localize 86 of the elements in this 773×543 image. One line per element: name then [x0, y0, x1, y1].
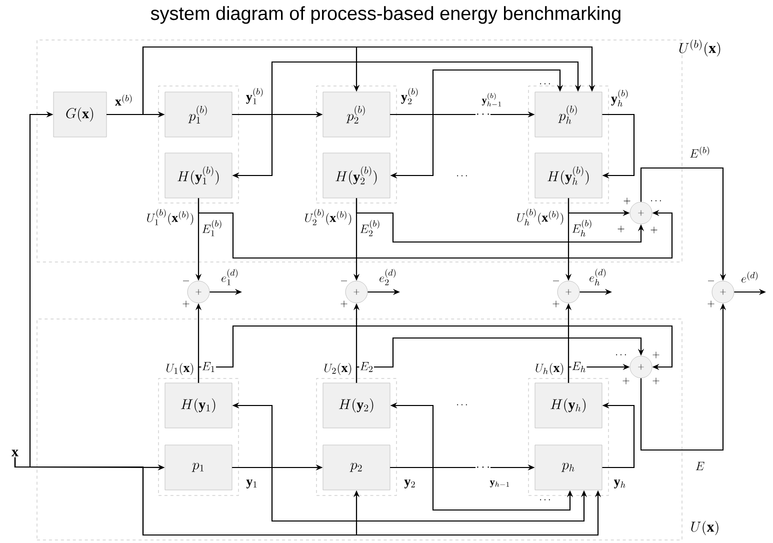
process-box: $p_h$: [534, 444, 602, 490]
arrow: [232, 114, 273, 179]
sign-label: $\cdots$: [457, 404, 467, 406]
process-box: $H(\mathbf{y}_h)$: [534, 382, 602, 428]
edge-label: $U_h^{(b)}(\mathbf{x}^{(b)})$: [516, 208, 565, 226]
process-box: $H(\mathbf{y}_2^{(b)})$: [322, 152, 390, 198]
edge-label: $U_2^{(b)}(\mathbf{x}^{(b)})$: [304, 208, 353, 226]
dashed-frame: [158, 86, 239, 204]
edge-label: $E_2^{(b)}$: [359, 219, 382, 237]
group-label: $U^{(b)}(\mathbf{x})$: [679, 40, 720, 56]
arrow: [356, 337, 644, 383]
summing-junction: $+$: [630, 202, 652, 224]
arrow: [198, 325, 673, 383]
dashed-frame: [528, 86, 609, 204]
sign-label: $\cdots$: [616, 354, 626, 356]
summing-junction: $+$: [712, 280, 734, 304]
edge-label: $U_1(\mathbf{x})$: [165, 362, 195, 376]
process-box: $G(\mathbf{x})$: [53, 92, 107, 138]
process-box: $p_1$: [164, 444, 232, 490]
title: system diagram of process-based energy benchmarking: [150, 6, 620, 24]
edge-label: $\mathbf{y}_h$: [613, 479, 627, 489]
arrow: [198, 198, 673, 259]
edge-label: $\cdots$: [476, 464, 490, 471]
edge-label: $\mathbf{y}_2^{(b)}$: [400, 87, 420, 105]
edge-label: $U_h(\mathbf{x})$: [534, 362, 565, 376]
input-label: $\mathbf{x}$: [12, 450, 18, 456]
dashed-frame: [158, 378, 239, 496]
arrow: [232, 61, 582, 116]
edge-label: $\mathbf{y}_2$: [404, 479, 416, 489]
process-box: $p_2$: [322, 444, 390, 490]
process-box: $p_h^{(b)}$: [534, 92, 602, 138]
dashed-frame: [316, 86, 397, 204]
process-box: $H(\mathbf{y}_2)$: [322, 382, 390, 428]
arrow: [106, 46, 596, 116]
edge-label: $E_1$: [201, 362, 216, 372]
sign-label: $+$: [618, 226, 624, 232]
sign-label: $-$: [182, 280, 190, 282]
edge-label: $\mathbf{y}_1^{(b)}$: [245, 87, 265, 105]
sign-label: $-$: [552, 280, 560, 282]
sign-label: $+$: [652, 352, 660, 358]
sign-label: $+$: [708, 300, 714, 308]
edge-label: $\cdots$: [476, 111, 490, 118]
edge-label: $E^{(b)}$: [689, 146, 711, 158]
edge-label: $\mathbf{x}^{(b)}$: [114, 94, 134, 106]
process-box: $H(\mathbf{y}_1^{(b)})$: [164, 152, 232, 198]
arrow: [602, 114, 635, 179]
sign-label: $+$: [182, 300, 190, 308]
process-box: $p_2^{(b)}$: [322, 92, 390, 138]
edge-label: $E_h^{(b)}$: [571, 219, 594, 237]
sign-label: $+$: [652, 378, 660, 384]
edge-label: $e^{(d)}$: [740, 270, 760, 284]
summing-junction: $+$: [630, 356, 652, 378]
edge-label: $U_2(\mathbf{x})$: [323, 362, 353, 376]
edge-label: $\mathbf{y}_h^{(b)}$: [610, 89, 630, 107]
group-label: $U(\mathbf{x})$: [691, 520, 718, 536]
sign-label: $+$: [340, 300, 348, 308]
edge-label: $U_1^{(b)}(\mathbf{x}^{(b)})$: [146, 208, 195, 226]
summing-junction: $+$: [557, 280, 580, 304]
sign-label: $+$: [650, 226, 658, 234]
sign-label: $\mathbf{y}_{h-1}^{(b)}$: [482, 92, 501, 106]
edge-label: $E_h$: [571, 361, 587, 373]
sign-label: $+$: [624, 198, 630, 204]
edge-label: $E_1^{(b)}$: [201, 219, 224, 237]
sign-label: $\cdots$: [457, 175, 467, 176]
summing-junction: $+$: [345, 280, 368, 304]
sign-label: $+$: [622, 378, 630, 384]
sign-label: $-$: [340, 280, 348, 282]
arrow: [390, 114, 434, 179]
edge-label: $e_2^{(d)}$: [378, 268, 398, 286]
sign-label: $+$: [552, 300, 560, 308]
arrow: [390, 69, 564, 116]
process-box: $p_1^{(b)}$: [164, 92, 232, 138]
sign-label: $\cdots$: [651, 200, 661, 202]
process-box: $H(\mathbf{y}_1)$: [164, 382, 232, 428]
edge-label: $\mathbf{y}_1$: [246, 479, 258, 489]
edge-label: $e_h^{(d)}$: [588, 268, 608, 286]
dashed-frame: [316, 378, 397, 496]
sign-label: $\cdots$: [540, 499, 550, 500]
sign-label: $\mathbf{y}_{h-1}$: [490, 480, 509, 488]
dashed-frame: [528, 378, 609, 496]
process-box: $H(\mathbf{y}_h^{(b)})$: [534, 152, 602, 198]
edge-label: $E$: [694, 461, 706, 471]
sign-label: $-$: [708, 280, 714, 282]
summing-junction: $+$: [187, 280, 210, 304]
edge-label: $E_2$: [359, 362, 374, 372]
edge-label: $e_1^{(d)}$: [220, 268, 240, 286]
